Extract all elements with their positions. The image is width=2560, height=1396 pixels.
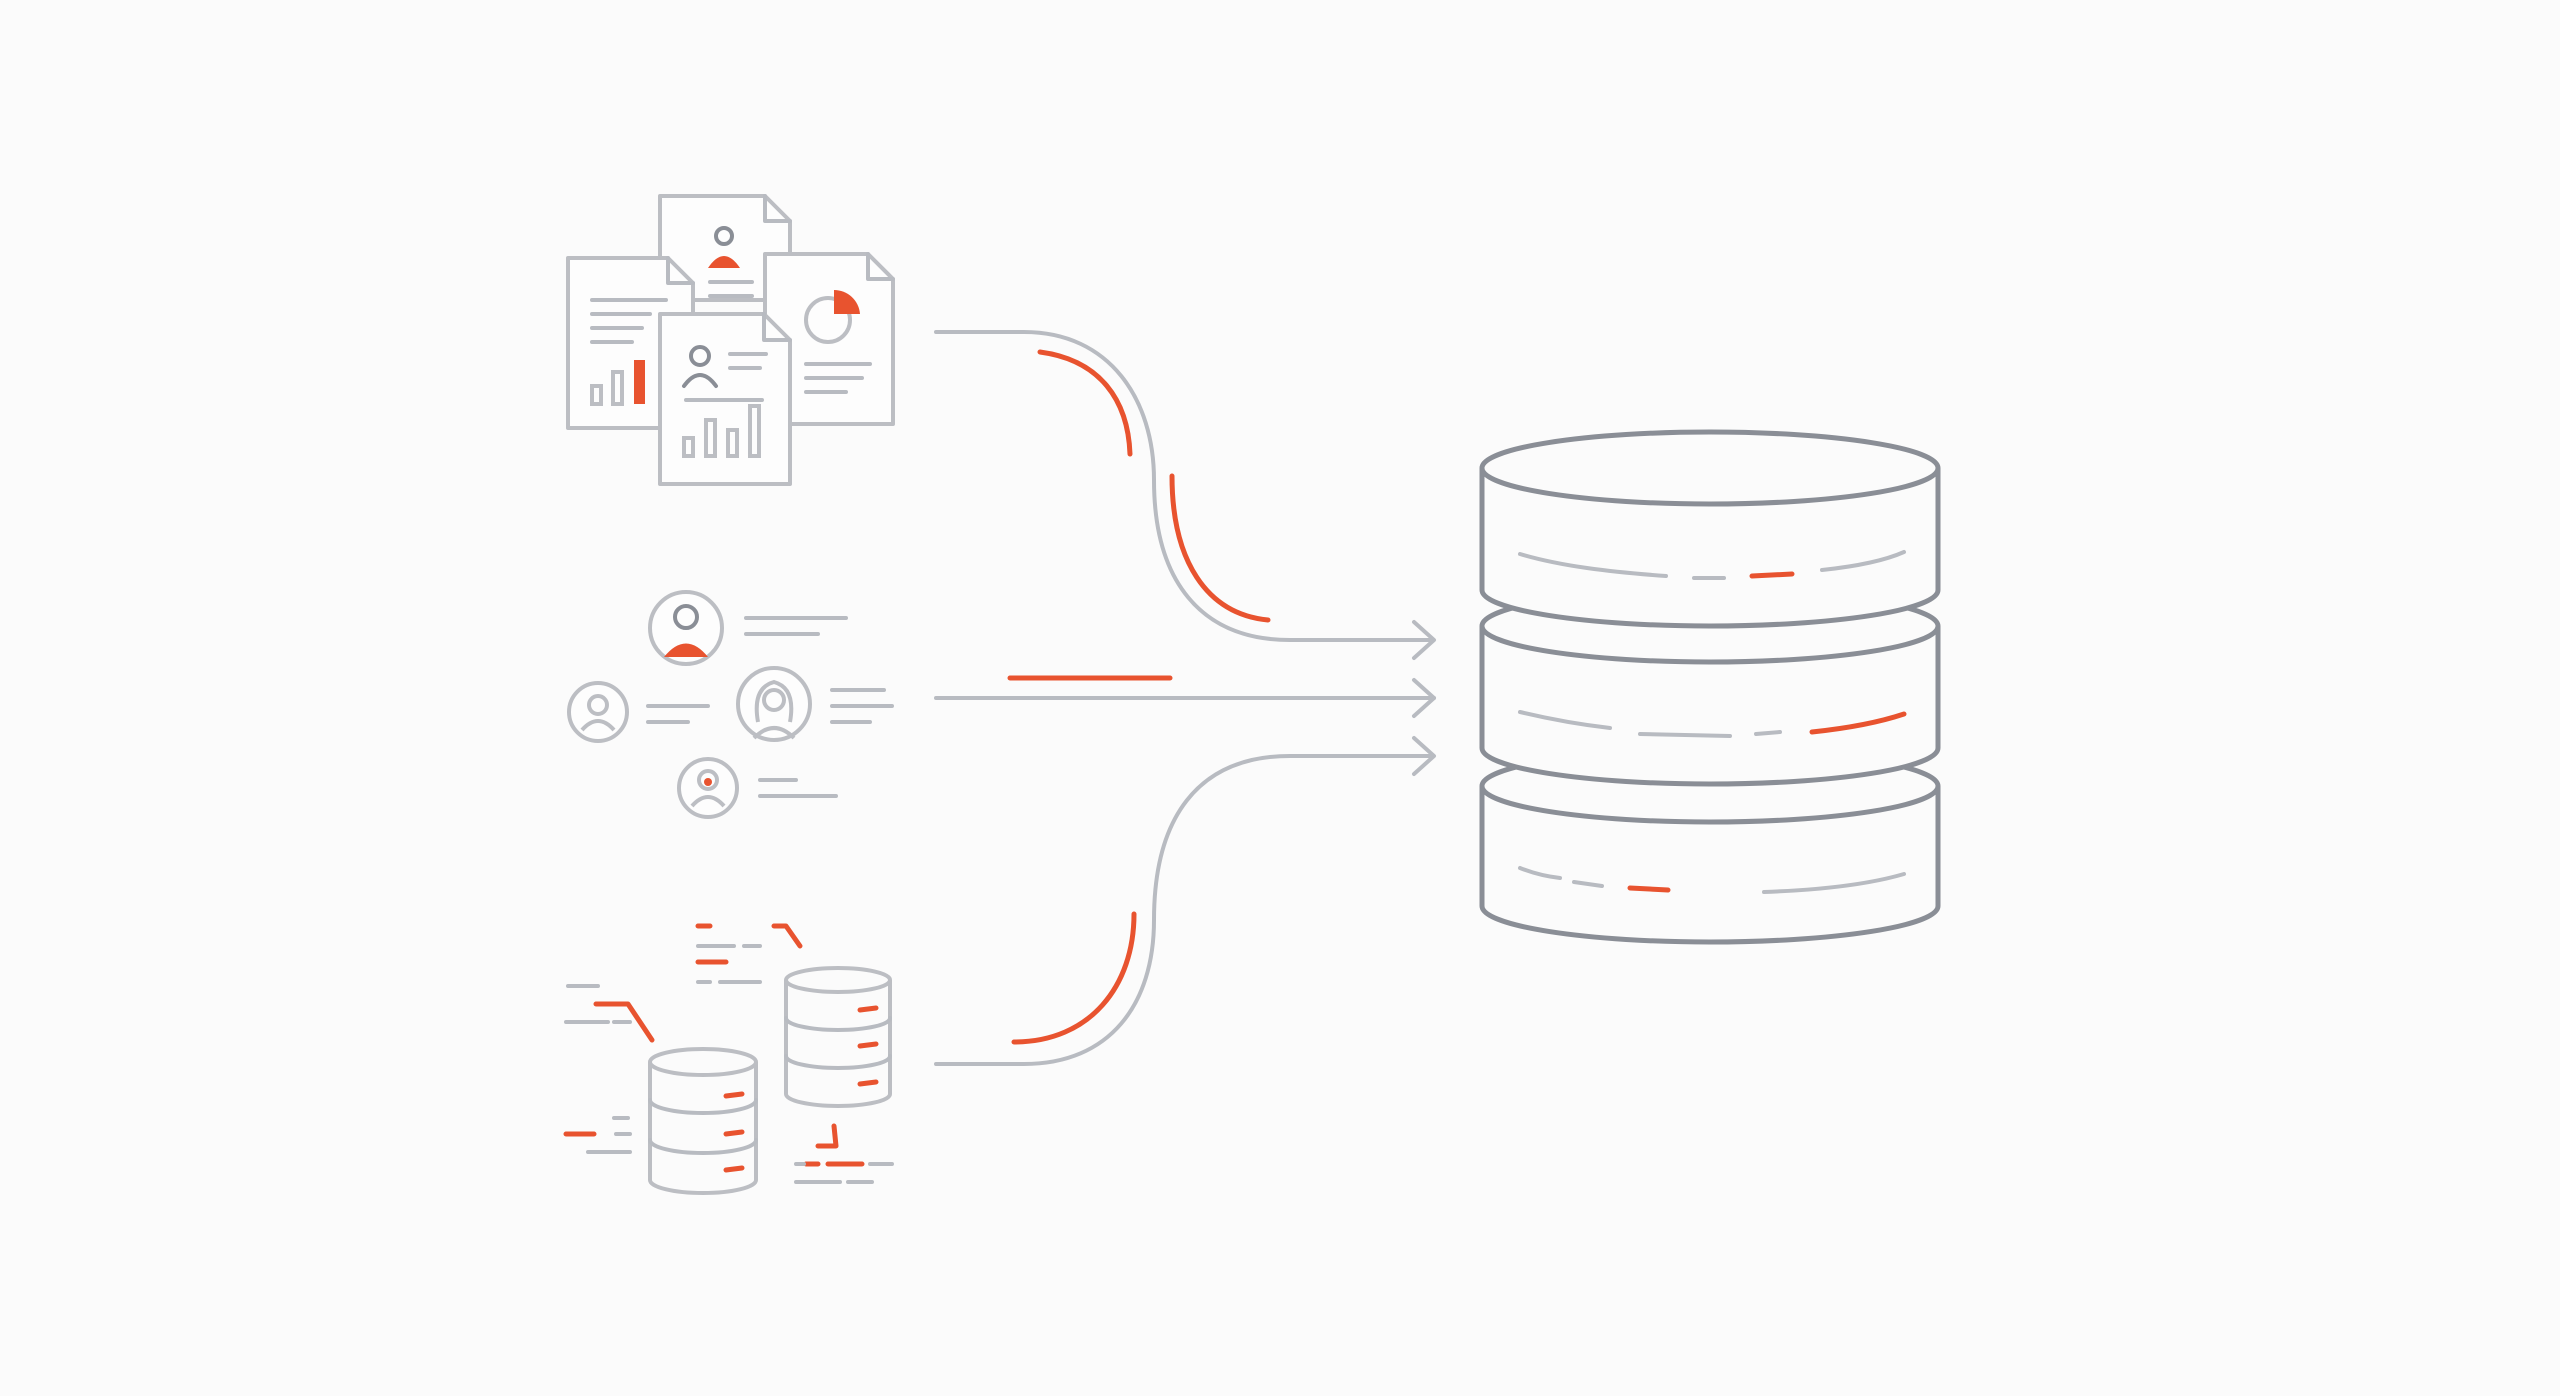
user-avatar-left [567, 681, 710, 743]
connector-databases [934, 736, 1436, 1066]
arrowhead-icon [1412, 736, 1436, 776]
databases-icon [563, 923, 894, 1195]
arrowhead-icon [1412, 678, 1436, 718]
connector-documents [934, 330, 1436, 660]
document-page-profile-front [658, 312, 792, 486]
connector-people [934, 675, 1436, 718]
small-database-back [784, 966, 892, 1108]
arrowhead-icon [1412, 620, 1436, 660]
user-avatar-bottom [677, 757, 838, 819]
users-icon [567, 590, 894, 819]
database-icon [1479, 429, 1941, 945]
user-avatar-woman [736, 666, 894, 742]
database-segment-top [1479, 429, 1941, 629]
small-database-front [648, 1047, 758, 1195]
user-avatar-top [648, 590, 848, 666]
documents-icon [566, 194, 895, 486]
